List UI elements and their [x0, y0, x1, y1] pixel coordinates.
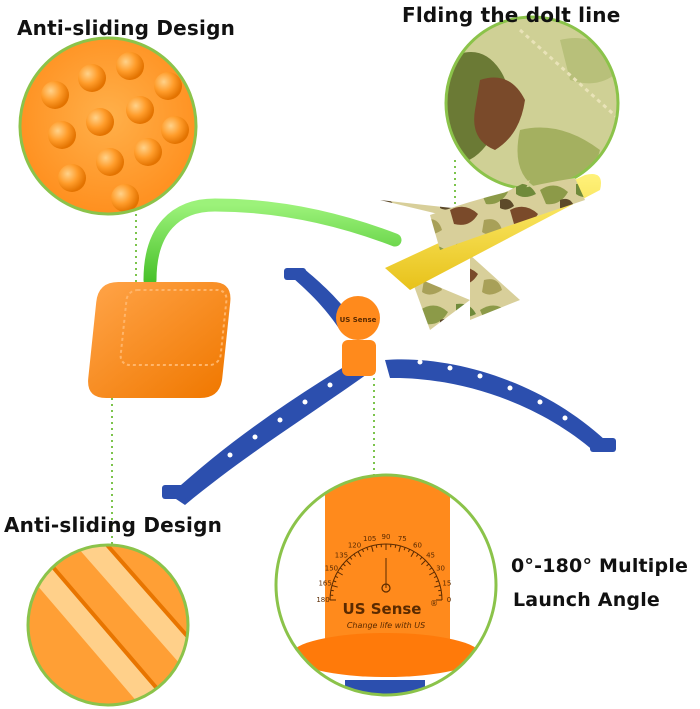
dial-tick	[419, 556, 423, 560]
dial-brand-mark: ®	[430, 599, 438, 608]
dial-tick	[429, 567, 433, 571]
label-anti-sliding-bottom: Anti-sliding Design	[4, 513, 223, 537]
launcher-hinge: US Sense	[336, 296, 380, 376]
dial-tick	[371, 545, 374, 552]
dial-angle-label: 120	[348, 541, 361, 549]
dial-angle-label: 105	[363, 535, 376, 543]
foot-pad	[88, 282, 231, 398]
dial-tick	[330, 589, 334, 592]
anti-sliding-detail-circle-top	[18, 36, 198, 216]
label-angle-line2: Launch Angle	[513, 589, 661, 611]
dial-tick	[433, 575, 437, 579]
dial-tagline: Change life with US	[347, 621, 425, 630]
dial-angle-label: 45	[426, 551, 435, 559]
label-anti-sliding-top: Anti-sliding Design	[17, 16, 236, 40]
dial-angle-label: 15	[442, 580, 451, 588]
dial-tick	[415, 553, 419, 557]
dial-angle-label: 75	[398, 535, 407, 543]
dial-tick	[333, 580, 337, 583]
dial-tick	[349, 556, 353, 560]
dial-tick	[342, 563, 346, 567]
dial-tick	[366, 547, 369, 551]
dial-tick	[429, 571, 435, 576]
dial-angle-label: 30	[436, 565, 445, 573]
dial-angle-label: 165	[318, 580, 331, 588]
dial-tick	[421, 560, 426, 565]
dial-tick	[410, 551, 415, 557]
dial-tick	[375, 544, 378, 548]
anti-sliding-detail-circle-bottom	[26, 543, 190, 707]
dial-angle-label: 180	[316, 596, 329, 604]
dial-tick	[434, 585, 441, 588]
dial-tick	[394, 544, 397, 548]
fold-line-detail-circle	[444, 15, 620, 191]
dial-angle-label: 150	[325, 565, 338, 573]
dial-tick	[357, 551, 362, 557]
dial-tick	[335, 575, 339, 579]
dial-tick	[339, 567, 343, 571]
label-fold-line: Flding the dolt line	[402, 3, 621, 27]
hinge-brand-text: US Sense	[340, 316, 377, 324]
dial-angle-label: 0	[447, 596, 451, 604]
launcher-stand	[162, 268, 616, 505]
dial-tick	[337, 571, 343, 576]
dial-tick	[438, 589, 442, 592]
dial-tick	[331, 585, 338, 588]
dial-angle-label: 90	[382, 533, 391, 541]
dial-tick	[403, 547, 406, 551]
dial-tick	[361, 549, 365, 553]
dial-brand-text: US Sense	[343, 600, 422, 618]
dial-angle-label: 60	[413, 541, 422, 549]
dial-tick	[353, 553, 357, 557]
dial-tick	[407, 549, 411, 553]
air-tube	[143, 198, 402, 287]
dial-tick	[398, 545, 401, 552]
rocket-plane	[380, 174, 601, 330]
dial-tick	[435, 580, 439, 583]
dial-tick	[426, 563, 430, 567]
dial-tick	[346, 560, 351, 565]
dial-angle-label: 135	[335, 551, 348, 559]
label-angle-line1: 0°-180° Multiple	[511, 555, 689, 577]
